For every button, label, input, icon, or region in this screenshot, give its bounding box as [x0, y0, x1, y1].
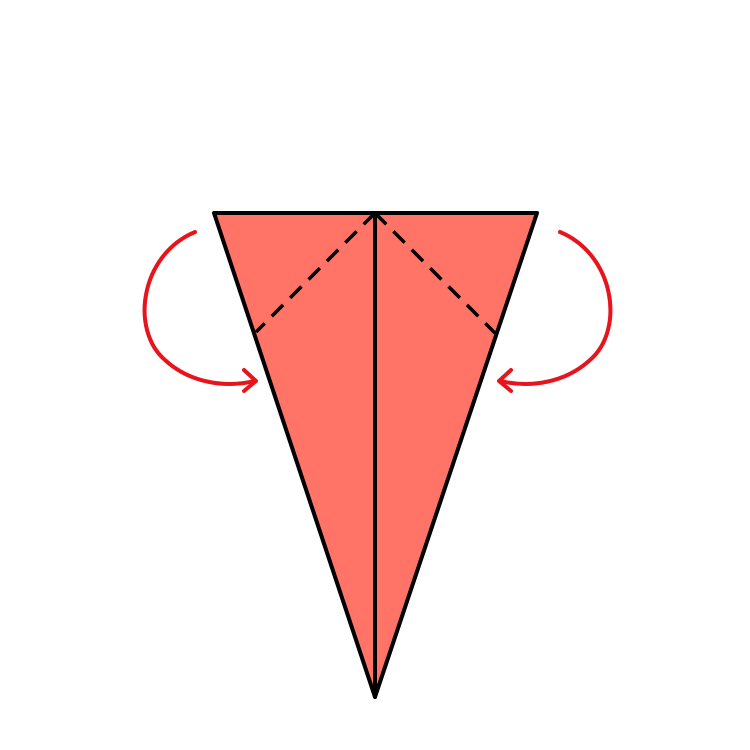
- left-fold-line: [254, 211, 377, 334]
- right-fold-arrow-icon: [497, 230, 613, 393]
- left-fold-arrow-icon: [142, 230, 258, 393]
- right-fold-line: [373, 211, 497, 335]
